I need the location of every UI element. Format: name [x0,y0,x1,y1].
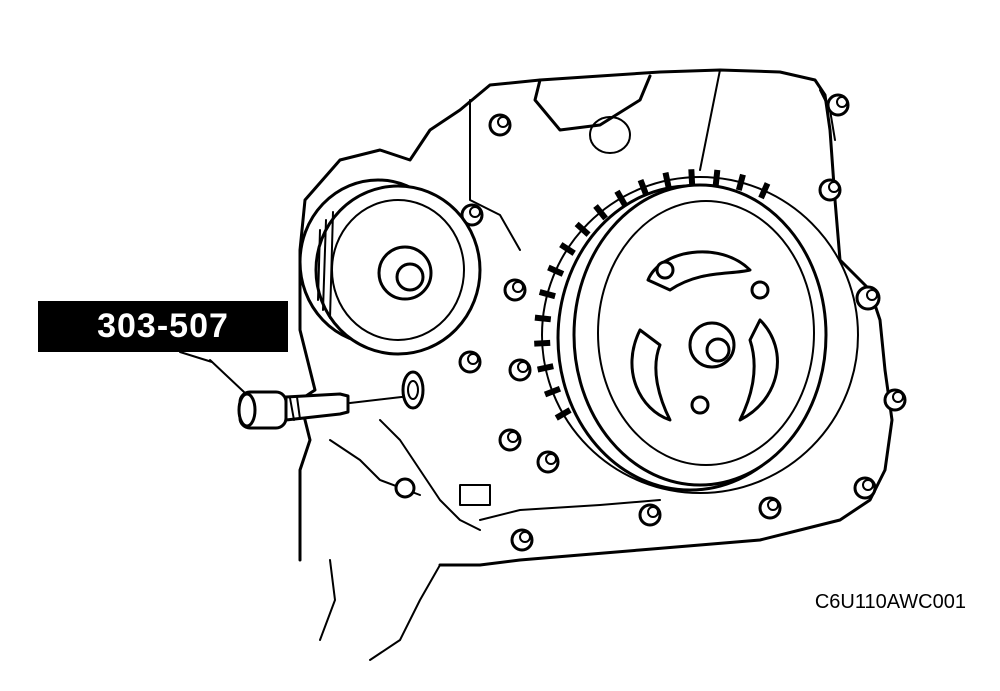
cover-bolts [458,93,907,552]
reluctor-tooth [543,385,562,398]
tool-number-label: 303-507 [38,301,288,352]
reluctor-tooth [534,339,551,347]
reluctor-tooth [758,182,771,200]
reluctor-tooth [712,169,721,187]
idler-pulley [298,178,482,356]
crankshaft-pulley [534,169,859,494]
reluctor-tooth [574,221,591,237]
reluctor-tooth [554,407,572,421]
reluctor-tooth [637,178,650,197]
reluctor-tooth [537,363,554,373]
special-tool-bolt [179,351,425,430]
reluctor-tooth [593,204,608,221]
reluctor-tooth [534,314,552,323]
tool-number-text: 303-507 [97,307,229,345]
reluctor-tooth [547,264,565,277]
reluctor-tooth [688,169,696,186]
reluctor-tooth [614,189,628,207]
reluctor-tooth [559,242,576,256]
reluctor-tooth [662,172,672,189]
reluctor-tooth [735,173,746,191]
figure-code: C6U110AWC001 [814,591,966,613]
reluctor-tooth [538,289,556,300]
engine-front-cover [298,68,907,661]
